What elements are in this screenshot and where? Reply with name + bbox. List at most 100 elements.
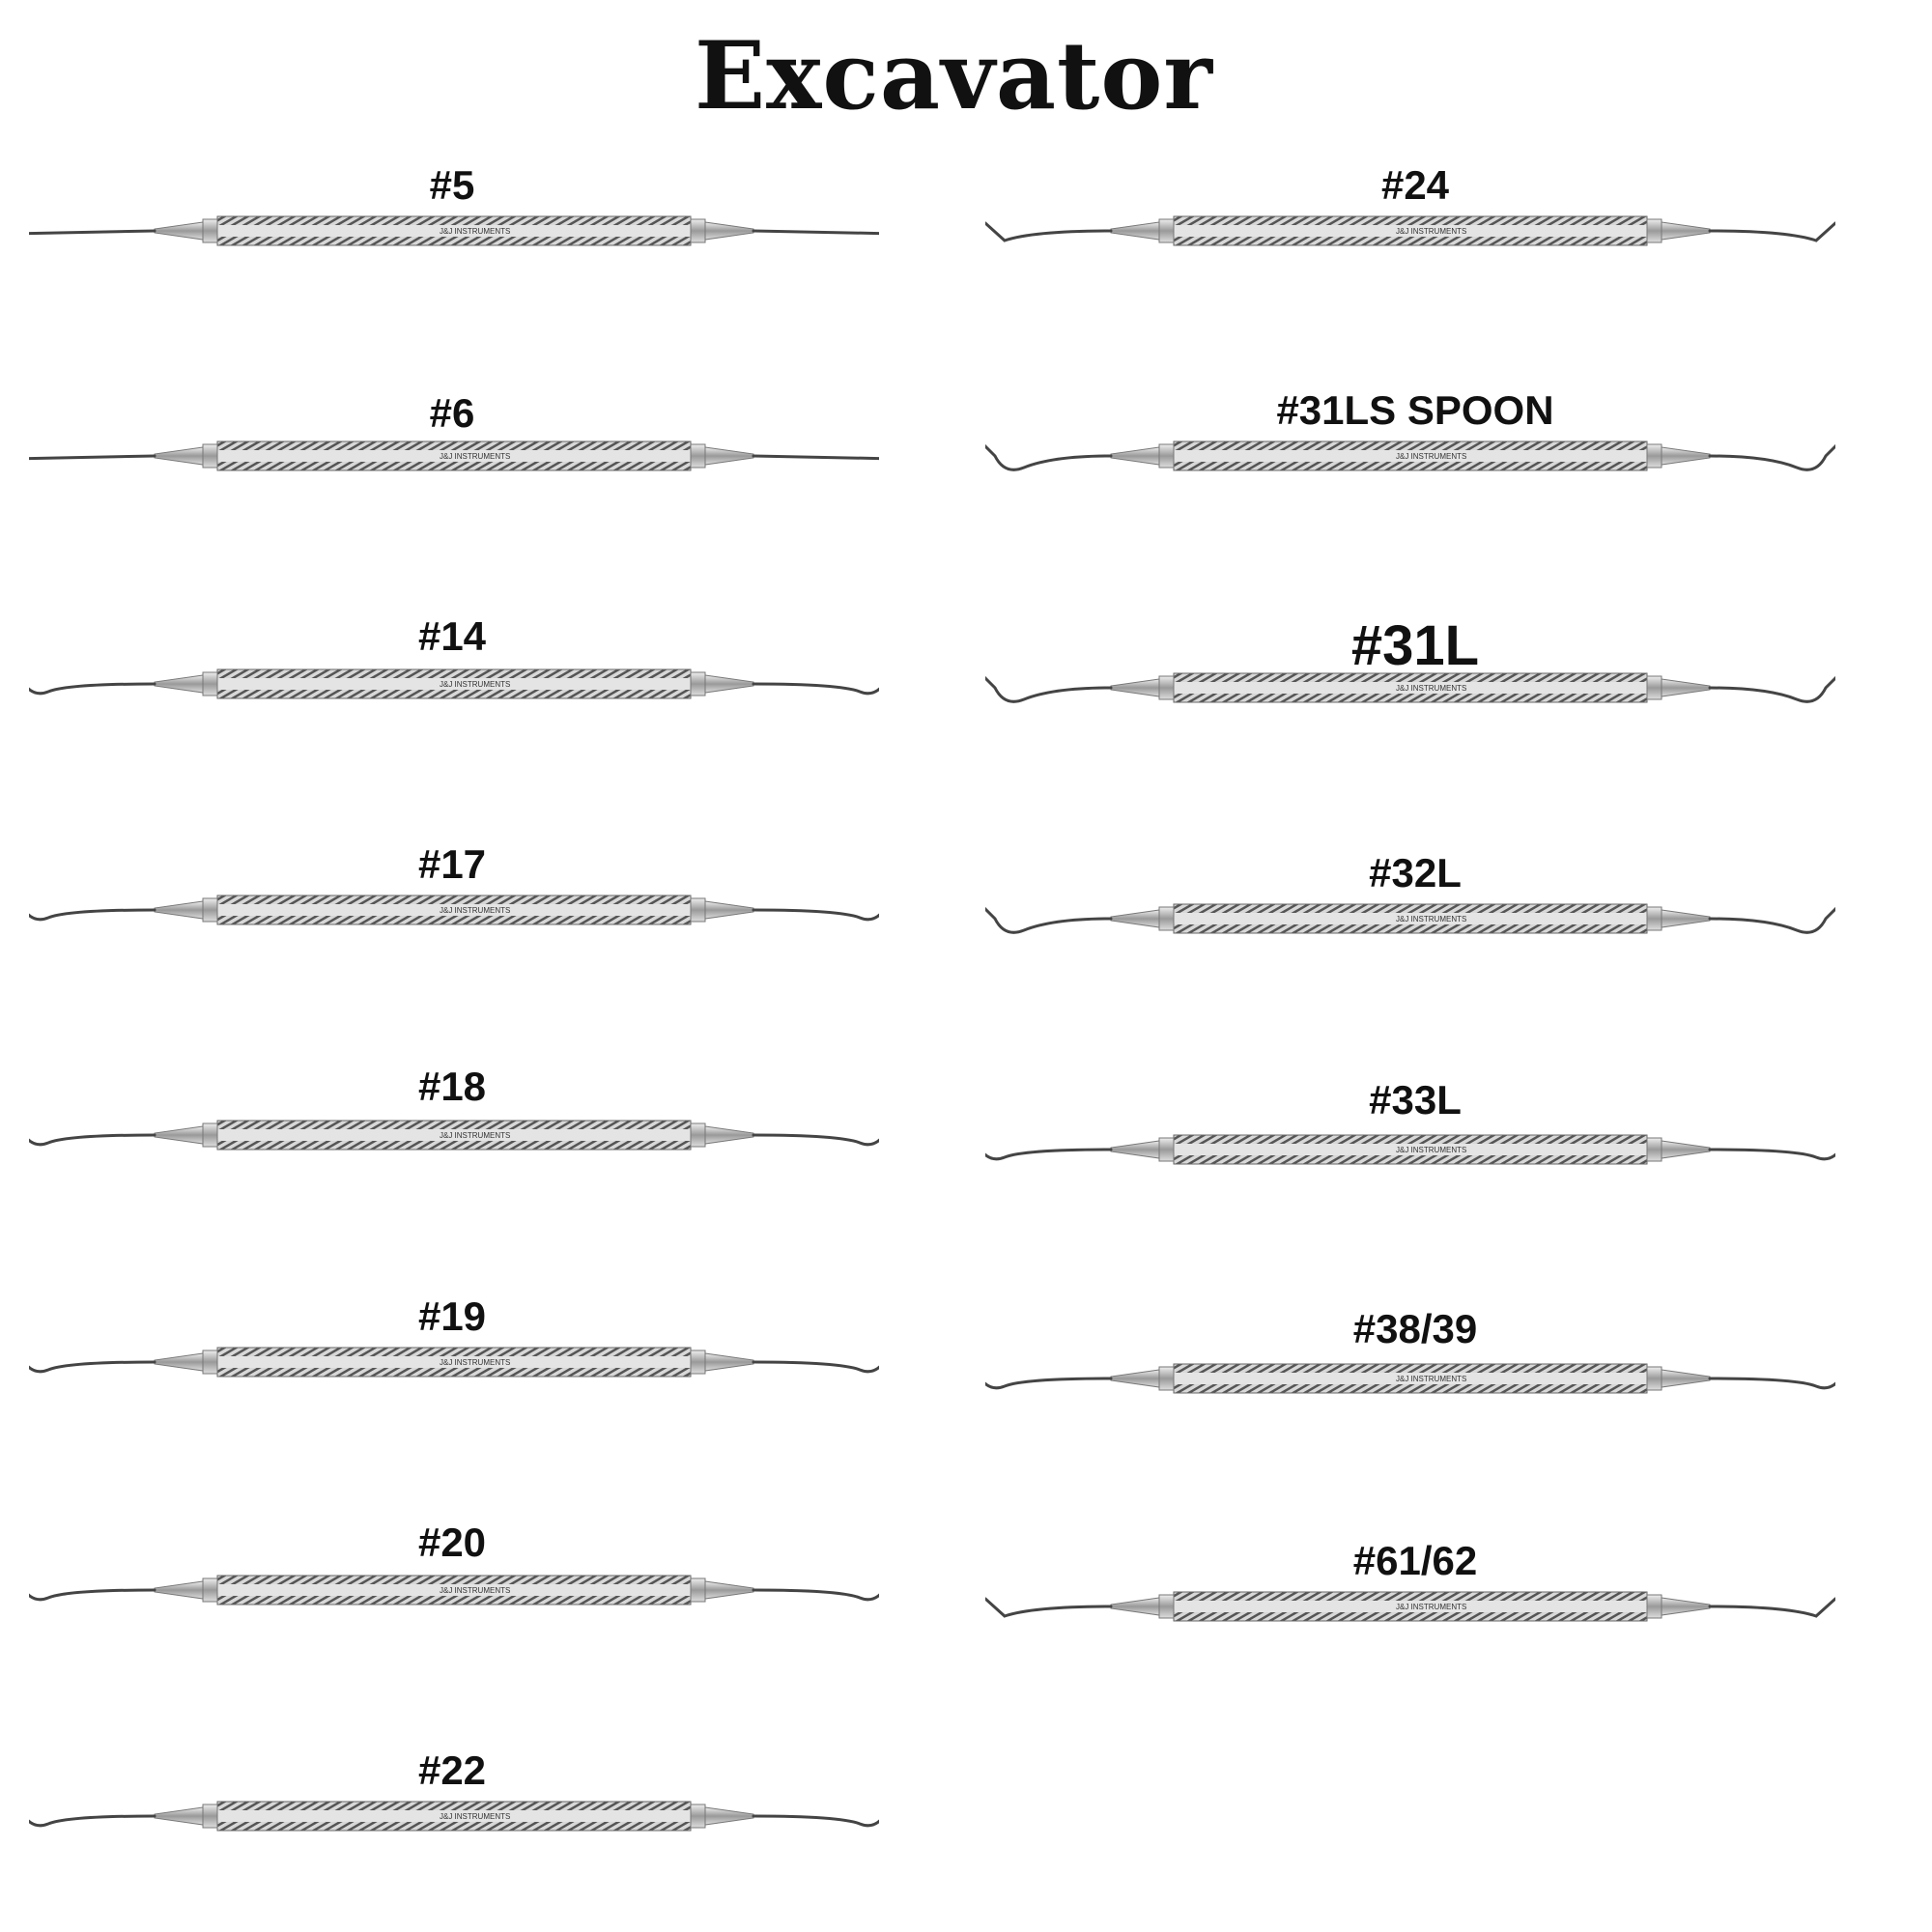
handle: J&J INSTRUMENTS [1173,903,1648,934]
page-title: Excavator [695,21,1213,130]
tip-left [8,670,156,696]
tip-left [8,896,156,922]
tip-left [954,415,1113,471]
handle: J&J INSTRUMENTS [216,440,692,471]
shank-left [154,897,218,923]
tip-right [1708,415,1866,471]
tip-left [8,1577,156,1602]
shank-right [690,218,754,243]
shank-right [1646,443,1711,469]
shank-right [1646,906,1711,931]
tip-right [1708,1597,1837,1618]
shank-left [1110,443,1175,469]
shank-right [690,671,754,696]
shank-right [1646,1594,1711,1619]
instrument-image: J&J INSTRUMENTS [8,1319,900,1406]
handle: J&J INSTRUMENTS [1173,215,1648,246]
handle: J&J INSTRUMENTS [1173,440,1648,471]
brand-text: J&J INSTRUMENTS [1396,1146,1466,1154]
shank-right [690,1122,754,1148]
shank-right [690,1350,754,1375]
brand-text: J&J INSTRUMENTS [440,227,510,236]
handle: J&J INSTRUMENTS [216,215,692,246]
handle: J&J INSTRUMENTS [216,1575,692,1605]
shank-left [1110,1137,1175,1162]
handle: J&J INSTRUMENTS [1173,1134,1648,1165]
shank-right [1646,675,1711,700]
brand-text: J&J INSTRUMENTS [1396,452,1466,461]
instrument-image: J&J INSTRUMENTS [954,644,1866,731]
instrument-label: #31LS SPOON [1276,387,1554,433]
tip-right [1708,878,1866,934]
instrument-image: J&J INSTRUMENTS [964,1106,1857,1193]
tip-left [954,647,1113,703]
instrument-image: J&J INSTRUMENTS [8,1547,900,1634]
instrument-label: #18 [417,1064,487,1109]
instrument-image: J&J INSTRUMENTS [954,412,1866,499]
tip-right [1708,221,1837,242]
instrument-label: #17 [417,841,487,887]
shank-left [154,671,218,696]
tip-right [752,1803,900,1828]
shank-right [1646,1137,1711,1162]
tip-left [0,228,156,236]
shank-left [154,1122,218,1148]
brand-text: J&J INSTRUMENTS [1396,227,1466,236]
shank-left [1110,1594,1175,1619]
instrument-image: J&J INSTRUMENTS [983,187,1837,274]
instrument-image: J&J INSTRUMENTS [0,412,915,499]
brand-text: J&J INSTRUMENTS [1396,1375,1466,1383]
brand-text: J&J INSTRUMENTS [440,1812,510,1821]
shank-right [690,1804,754,1829]
shank-right [690,443,754,469]
tip-right [752,896,900,922]
tip-left [964,1136,1113,1161]
instrument-image: J&J INSTRUMENTS [0,187,915,274]
tip-left [954,878,1113,934]
handle: J&J INSTRUMENTS [216,1120,692,1151]
handle: J&J INSTRUMENTS [1173,1363,1648,1394]
tip-right [752,1349,900,1374]
instrument-label: #32L [1369,850,1462,895]
shank-right [1646,218,1711,243]
instrument-label: #24 [1380,162,1450,208]
shank-left [1110,906,1175,931]
tip-right [1708,1365,1857,1390]
instrument-label: #20 [417,1520,487,1565]
brand-text: J&J INSTRUMENTS [440,680,510,689]
shank-left [154,1577,218,1603]
tip-right [752,670,900,696]
shank-left [1110,675,1175,700]
instrument-label: #19 [417,1293,487,1339]
shank-right [690,1577,754,1603]
shank-right [1646,1366,1711,1391]
tip-right [752,1577,900,1602]
instrument-image: J&J INSTRUMENTS [8,640,900,727]
shank-right [690,897,754,923]
tip-right [1708,647,1866,703]
brand-text: J&J INSTRUMENTS [1396,684,1466,693]
instrument-label: #14 [417,613,487,659]
tip-left [8,1803,156,1828]
tip-left [0,453,156,461]
instrument-label: #5 [429,162,475,208]
tip-left [983,1597,1113,1618]
handle: J&J INSTRUMENTS [1173,672,1648,703]
handle: J&J INSTRUMENTS [216,895,692,925]
brand-text: J&J INSTRUMENTS [440,1586,510,1595]
tip-left [964,1365,1113,1390]
handle: J&J INSTRUMENTS [216,1347,692,1378]
shank-left [154,218,218,243]
tip-right [752,217,915,236]
instrument-image: J&J INSTRUMENTS [954,875,1866,962]
instrument-image: J&J INSTRUMENTS [983,1563,1837,1650]
tip-right [1708,1136,1857,1161]
instrument-image: J&J INSTRUMENTS [8,1773,900,1860]
instrument-label: #38/39 [1352,1306,1478,1351]
tip-right [752,1122,900,1147]
brand-text: J&J INSTRUMENTS [1396,1603,1466,1611]
shank-left [1110,218,1175,243]
shank-left [1110,1366,1175,1391]
handle: J&J INSTRUMENTS [216,668,692,699]
instrument-label: #6 [429,390,475,436]
